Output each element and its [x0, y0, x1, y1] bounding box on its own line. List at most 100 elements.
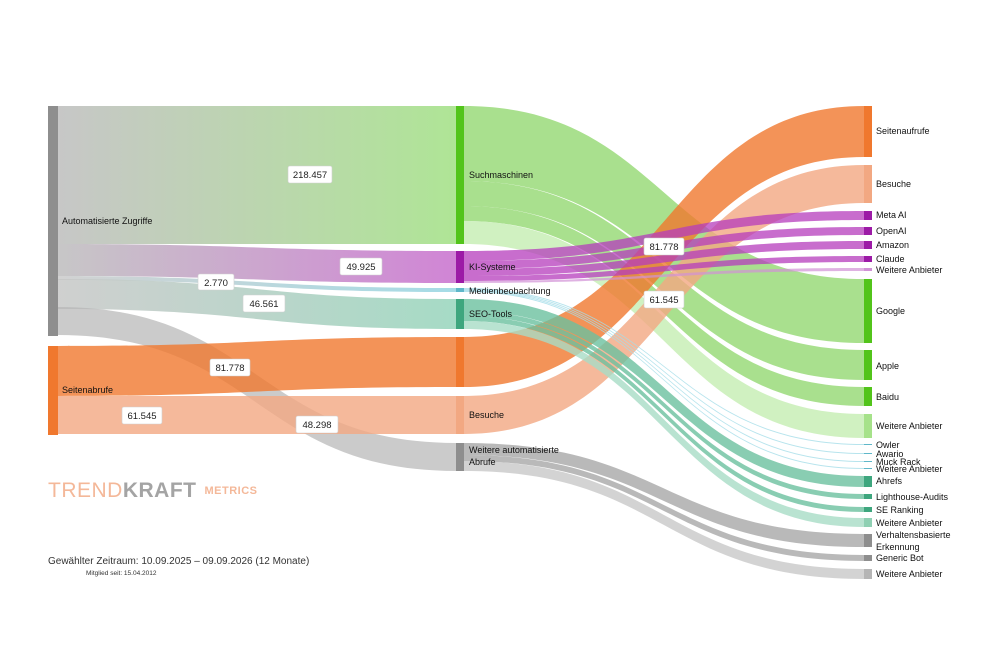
link-seo-ahrefs [464, 299, 864, 487]
node-muckrack [864, 461, 872, 462]
svg-text:48.298: 48.298 [302, 420, 331, 431]
value-badge-medien: 2.770 [197, 273, 235, 291]
logo-part-metrics: METRICS [204, 485, 258, 497]
link-auto-suchmaschinen [58, 106, 456, 244]
svg-text:81.778: 81.778 [649, 242, 678, 253]
label-medien-weitere: Weitere Anbieter [876, 464, 942, 474]
link-ki-claude [464, 256, 864, 281]
label-genericbot: Generic Bot [876, 553, 924, 563]
link-abrufe-weitere [464, 461, 864, 579]
member-since: Mitglied seit: 15.04.2012 [86, 570, 157, 577]
node-amazon [864, 241, 872, 249]
node-seitenabrufe [48, 346, 58, 435]
value-badge-ki: 49.925 [339, 257, 383, 276]
node-medienbeobachtung [456, 288, 464, 292]
label-suchmaschinen: Suchmaschinen [469, 170, 533, 180]
node-google [864, 279, 872, 343]
link-medien-awario [464, 289, 864, 454]
node-genericbot [864, 555, 872, 561]
link-medien-muckrack [464, 290, 864, 462]
trendkraft-logo: TRENDKRAFT METRICS [48, 479, 258, 503]
label-ahrefs: Ahrefs [876, 476, 903, 486]
link-auto-medien [58, 276, 456, 292]
node-ahrefs [864, 476, 872, 487]
link-seo-weitere [464, 321, 864, 527]
value-badge-besuche-left: 61.545 [121, 406, 163, 425]
label-apple: Apple [876, 361, 899, 371]
label-lighthouse: Lighthouse-Audits [876, 492, 949, 502]
label-verhalten-2: Erkennung [876, 542, 920, 552]
node-ki-weitere [864, 268, 872, 271]
label-google: Google [876, 306, 905, 316]
label-weitere-abrufe-1: Weitere automatisierte [469, 445, 559, 455]
link-ki-amazon [464, 241, 864, 276]
label-openai: OpenAI [876, 226, 907, 236]
period-value: 10.09.2025 – 09.09.2026 (12 Monate) [141, 556, 310, 567]
label-awario: Awario [876, 449, 903, 459]
link-abrufe-verhalten [464, 443, 864, 547]
node-besuche [864, 165, 872, 203]
period-label: Gewählter Zeitraum: [48, 556, 142, 567]
label-seo-tools: SEO-Tools [469, 309, 513, 319]
node-verhalten [864, 534, 872, 547]
node-medien-weitere [864, 468, 872, 469]
node-awario [864, 453, 872, 454]
value-badge-weitere-abrufe: 48.298 [295, 415, 339, 434]
label-seo-weitere: Weitere Anbieter [876, 518, 942, 528]
node-seranking [864, 507, 872, 512]
label-seitenabrufe: Seitenabrufe [62, 385, 113, 395]
value-badge-seitenaufrufe-left: 81.778 [209, 358, 251, 377]
link-abrufe-genericbot [464, 455, 864, 561]
link-seo-lighthouse [464, 311, 864, 499]
node-abrufe-weitere [864, 569, 872, 579]
node-openai [864, 227, 872, 235]
label-besuche: Besuche [876, 179, 911, 189]
label-baidu: Baidu [876, 392, 899, 402]
label-verhalten-1: Verhaltensbasierte [876, 530, 951, 540]
label-muckrack: Muck Rack [876, 457, 921, 467]
value-badge-suchmaschinen: 218.457 [287, 165, 333, 184]
node-owler [864, 444, 872, 445]
label-weitere-abrufe-2: Abrufe [469, 457, 496, 467]
node-suchmaschinen [456, 106, 464, 244]
node-seo-tools [456, 299, 464, 329]
link-ki-meta [464, 211, 864, 261]
link-ki-weitere [464, 268, 864, 283]
node-baidu [864, 387, 872, 406]
node-apple [864, 350, 872, 380]
label-meta-ai: Meta AI [876, 210, 907, 220]
label-abrufe-weitere: Weitere Anbieter [876, 569, 942, 579]
node-seo-weitere [864, 518, 872, 527]
label-claude: Claude [876, 254, 905, 264]
label-ki-systeme: KI-Systeme [469, 262, 516, 272]
svg-text:49.925: 49.925 [346, 262, 375, 273]
value-badge-seo: 46.561 [242, 294, 286, 313]
value-badge-besuche-right: 61.545 [643, 290, 685, 309]
label-automatisierte-zugriffe: Automatisierte Zugriffe [62, 216, 152, 226]
link-seitenabrufe-besuche [58, 396, 456, 434]
logo-part-trend: TREND [48, 479, 123, 502]
node-automatisierte-zugriffe [48, 106, 58, 336]
node-weitere-abrufe [456, 443, 464, 471]
svg-text:2.770: 2.770 [204, 278, 228, 289]
link-medien-owler [464, 288, 864, 445]
link-seo-seranking [464, 316, 864, 512]
node-besuche-mid [456, 396, 464, 434]
svg-text:46.561: 46.561 [249, 299, 278, 310]
node-seitenaufrufe [864, 106, 872, 157]
node-meta-ai [864, 211, 872, 220]
label-seitenaufrufe: Seitenaufrufe [876, 126, 930, 136]
link-medien-weitere [464, 291, 864, 469]
link-such-weitere [464, 221, 864, 438]
node-ki-systeme [456, 251, 464, 283]
node-seitenaufrufe-mid [456, 337, 464, 387]
svg-text:61.545: 61.545 [649, 295, 678, 306]
label-amazon: Amazon [876, 240, 909, 250]
label-owler: Owler [876, 440, 900, 450]
label-ki-weitere: Weitere Anbieter [876, 265, 942, 275]
svg-text:81.778: 81.778 [215, 363, 244, 374]
logo-part-kraft: KRAFT [122, 479, 197, 502]
node-such-weitere [864, 414, 872, 438]
label-seranking: SE Ranking [876, 505, 924, 515]
